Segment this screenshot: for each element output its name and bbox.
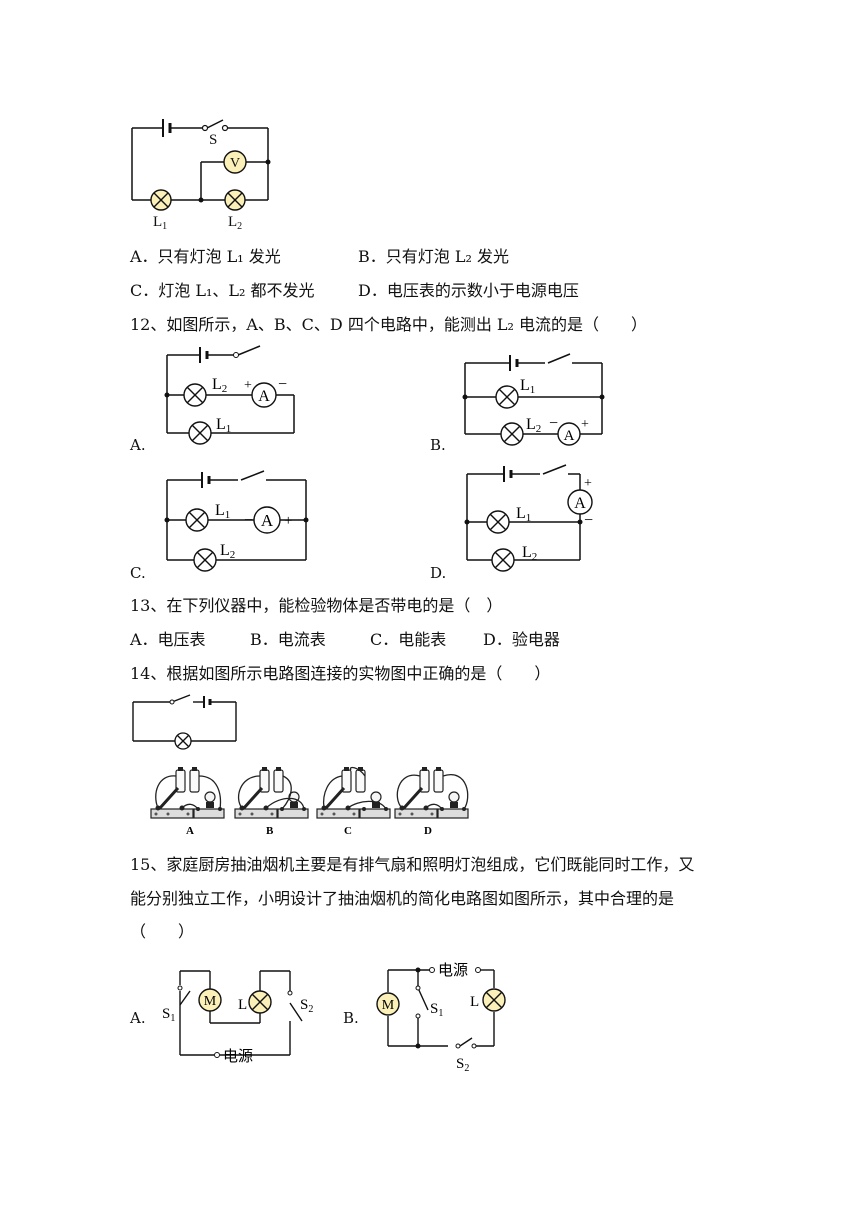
q12-question: 12、如图所示，A、B、C、D 四个电路中，能测出 L₂ 电流的是（ ） — [130, 315, 648, 334]
svg-text:M: M — [204, 994, 217, 1009]
q12-circuit-d: A + − L1 L2 — [464, 464, 593, 572]
svg-text:L2: L2 — [212, 376, 227, 395]
q13-option-d: D．验电器 — [483, 630, 560, 649]
q15-question-line3: （ ） — [130, 922, 195, 941]
q13-option-a: A．电压表 — [130, 630, 206, 649]
svg-text:+: + — [284, 513, 292, 529]
svg-text:L: L — [238, 997, 247, 1013]
q15-question-line2: 能分别独立工作，小明设计了抽油烟机的简化电路图如图所示，其中合理的是 — [130, 889, 675, 908]
q14-physical-diagrams: A B C D — [149, 765, 470, 837]
svg-text:S1: S1 — [162, 1006, 175, 1024]
svg-text:B: B — [266, 825, 274, 837]
q12-circuit-c: A − + L1 L2 — [164, 470, 309, 572]
motor-icon: M — [198, 988, 222, 1012]
q14-question: 14、根据如图所示电路图连接的实物图中正确的是（ ） — [130, 664, 551, 683]
q11-option-b: B．只有灯泡 L₂ 发光 — [358, 247, 509, 266]
q11-option-c: C．灯泡 L₁、L₂ 都不发光 — [130, 281, 315, 300]
q12-circuit-b: A − + L1 L2 — [462, 353, 605, 446]
svg-text:V: V — [230, 156, 240, 171]
q13-option-c: C．电能表 — [370, 630, 447, 649]
ammeter-icon: A — [557, 422, 581, 446]
svg-text:A: A — [574, 495, 586, 512]
q12-circuit-a: A + − L2 L1 — [164, 345, 295, 445]
q15-circuit-a: M S1 L S2 电源 — [162, 970, 313, 1065]
lamp2-label: L2 — [228, 214, 242, 232]
svg-text:L1: L1 — [216, 416, 231, 435]
switch-label: S — [209, 132, 217, 148]
svg-text:L: L — [470, 994, 479, 1010]
q13-question: 13、在下列仪器中，能检验物体是否带电的是（ ） — [130, 596, 503, 615]
svg-text:A: A — [261, 511, 274, 530]
svg-text:+: + — [581, 417, 589, 432]
q12-label-d: D. — [430, 564, 447, 582]
q15-label-b: B. — [343, 1009, 359, 1027]
svg-text:−: − — [278, 376, 287, 393]
svg-text:−: − — [584, 512, 593, 529]
q12-label-c: C. — [130, 564, 146, 582]
svg-text:L2: L2 — [522, 544, 537, 563]
svg-text:M: M — [382, 998, 395, 1013]
q11-circuit-diagram: V S L1 L2 — [131, 119, 271, 232]
svg-text:A: A — [186, 825, 194, 837]
svg-text:D: D — [424, 825, 432, 837]
lamp1-label: L1 — [153, 214, 167, 232]
svg-text:L1: L1 — [520, 377, 535, 396]
lamp-icon — [248, 990, 272, 1014]
svg-text:电源: 电源 — [438, 962, 468, 979]
svg-text:L1: L1 — [215, 502, 230, 521]
svg-text:L1: L1 — [516, 505, 531, 524]
lamp-icon — [482, 988, 506, 1012]
q13-option-b: B．电流表 — [250, 630, 326, 649]
switch-pivot — [201, 124, 209, 132]
svg-text:−: − — [549, 415, 558, 432]
q12-label-b: B. — [430, 436, 446, 454]
q11-option-a: A．只有灯泡 L₁ 发光 — [130, 247, 281, 266]
svg-text:电源: 电源 — [223, 1048, 253, 1065]
svg-text:A: A — [564, 428, 575, 444]
q15-label-a: A. — [130, 1009, 146, 1027]
q15-circuit-b: M 电源 S1 L S2 — [376, 962, 506, 1074]
svg-text:C: C — [344, 825, 352, 837]
lamp-l2 — [224, 189, 246, 211]
svg-text:S2: S2 — [456, 1056, 469, 1074]
q11-option-d: D．电压表的示数小于电源电压 — [358, 281, 579, 300]
voltmeter-icon: V — [223, 150, 247, 174]
svg-text:L2: L2 — [526, 416, 541, 435]
ammeter-icon: A — [567, 489, 593, 515]
svg-text:+: + — [584, 476, 592, 491]
svg-text:A: A — [258, 388, 270, 405]
motor-icon: M — [376, 992, 400, 1016]
svg-text:+: + — [244, 378, 252, 393]
lamp-l1 — [150, 189, 172, 211]
svg-text:−: − — [244, 512, 253, 529]
svg-text:L2: L2 — [220, 542, 235, 561]
svg-text:S2: S2 — [300, 997, 313, 1015]
q15-question-line1: 15、家庭厨房抽油烟机主要是有排气扇和照明灯泡组成，它们既能同时工作，又 — [130, 855, 695, 874]
svg-text:S1: S1 — [430, 1001, 443, 1019]
ammeter-icon: A — [251, 382, 277, 408]
ammeter-icon: A — [253, 506, 281, 534]
q12-label-a: A. — [130, 436, 146, 454]
q14-circuit-diagram — [132, 694, 237, 750]
